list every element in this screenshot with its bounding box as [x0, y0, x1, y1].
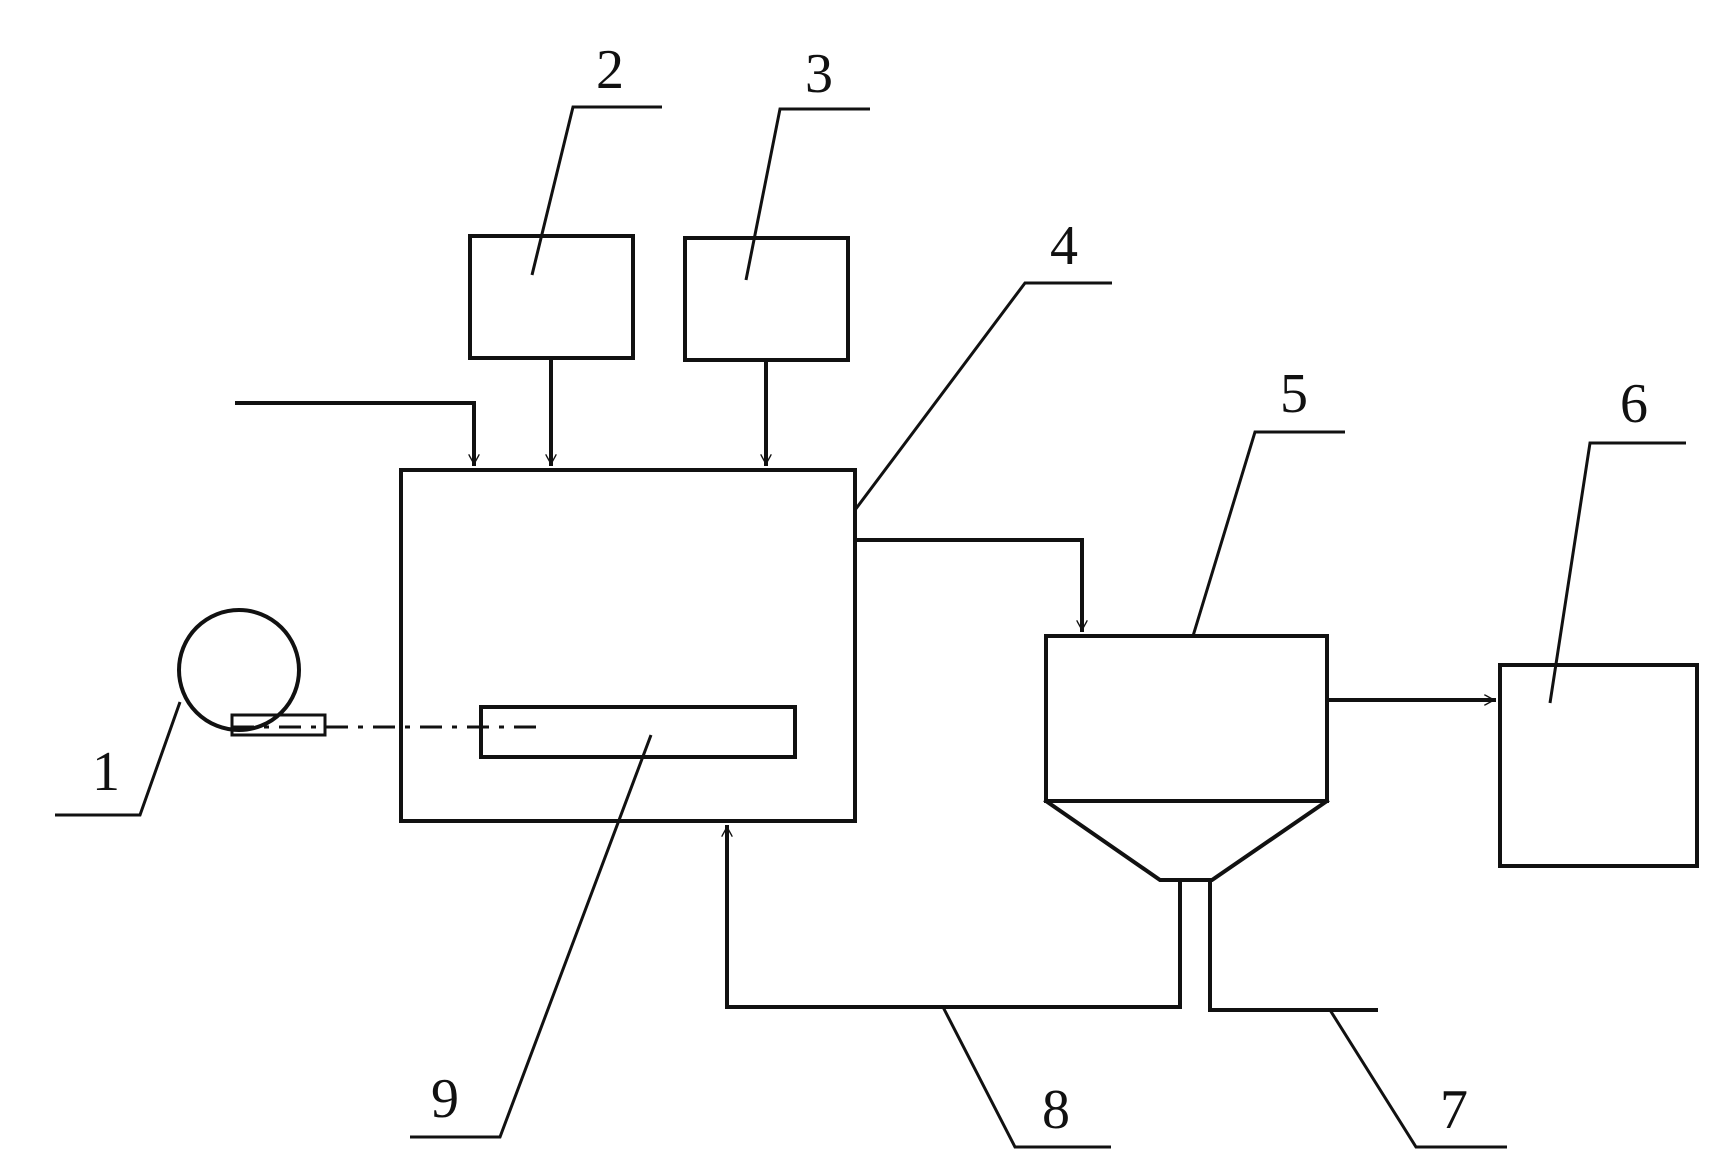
arrow-4-to-5	[853, 538, 1082, 632]
label-5: 5	[1280, 363, 1308, 425]
box-6	[1498, 663, 1699, 868]
label-8: 8	[1042, 1079, 1070, 1141]
leader-line-4	[853, 281, 1112, 511]
box-3	[683, 236, 850, 362]
label-6: 6	[1620, 373, 1648, 435]
recycle-line-8	[727, 825, 1182, 1009]
label-7: 7	[1440, 1079, 1468, 1141]
leader-line-8	[941, 1006, 1111, 1149]
tank-4	[399, 468, 857, 823]
leader-line-7	[1328, 1009, 1507, 1149]
label-4: 4	[1050, 215, 1078, 277]
inner-element-9	[479, 705, 797, 759]
leader-line-1	[55, 701, 182, 817]
box-2	[468, 234, 635, 360]
label-1: 1	[92, 741, 120, 803]
discharge-line-7	[1208, 878, 1378, 1012]
label-3: 3	[805, 43, 833, 105]
pump-1	[177, 608, 327, 737]
label-2: 2	[596, 39, 624, 101]
leader-line-6	[1548, 441, 1686, 704]
leader-line-3	[744, 107, 870, 281]
leader-line-5	[1191, 430, 1345, 637]
inlet-arrow	[235, 401, 474, 466]
leader-line-9	[410, 734, 653, 1139]
label-9: 9	[431, 1068, 459, 1130]
settler-5	[1043, 634, 1330, 882]
leader-line-2	[530, 105, 662, 276]
